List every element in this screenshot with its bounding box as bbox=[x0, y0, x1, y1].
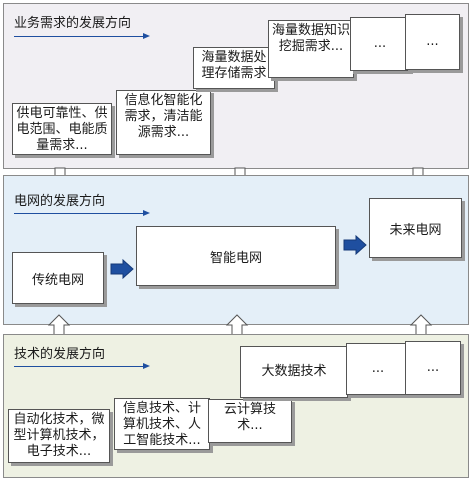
future-grid-box: 未来电网 bbox=[369, 198, 462, 258]
tech-title-arrow bbox=[14, 366, 144, 367]
tech-step-3: 云计算技术... bbox=[208, 399, 292, 443]
arrow-traditional-to-smart bbox=[110, 258, 134, 280]
business-step-2: 信息化智能化需求，清洁能源需求... bbox=[116, 90, 211, 155]
business-step-4: 海量数据知识挖掘需求... bbox=[268, 20, 354, 78]
grid-title-arrow bbox=[14, 213, 144, 214]
tech-step-1: 自动化技术，微型计算机技术，电子技术... bbox=[8, 409, 110, 463]
smart-grid-box: 智能电网 bbox=[136, 226, 336, 286]
tech-step-4: 大数据技术 bbox=[240, 346, 348, 398]
tech-title-arrowhead bbox=[143, 363, 150, 369]
business-step-6: ... bbox=[405, 14, 460, 70]
business-panel-title: 业务需求的发展方向 bbox=[14, 16, 132, 31]
grid-panel-title: 电网的发展方向 bbox=[14, 194, 106, 209]
tech-step-5: ... bbox=[346, 343, 410, 395]
business-step-5: ... bbox=[350, 17, 410, 71]
up-arrow-center bbox=[225, 314, 249, 336]
arrow-smart-to-future bbox=[343, 234, 367, 256]
up-arrow-right bbox=[409, 314, 433, 336]
business-step-3: 海量数据处理存储需求 bbox=[193, 47, 275, 89]
tech-step-2: 信息技术、计算机技术、人工智能技术... bbox=[114, 398, 210, 450]
traditional-grid-box: 传统电网 bbox=[12, 252, 104, 304]
tech-panel-title: 技术的发展方向 bbox=[14, 347, 106, 362]
business-title-arrow bbox=[14, 36, 144, 37]
up-arrow-left bbox=[47, 314, 71, 336]
grid-title-arrowhead bbox=[143, 210, 150, 216]
business-step-1: 供电可靠性、供电范围、电能质量需求... bbox=[12, 103, 112, 155]
business-title-arrowhead bbox=[143, 33, 150, 39]
tech-step-6: ... bbox=[405, 341, 461, 395]
